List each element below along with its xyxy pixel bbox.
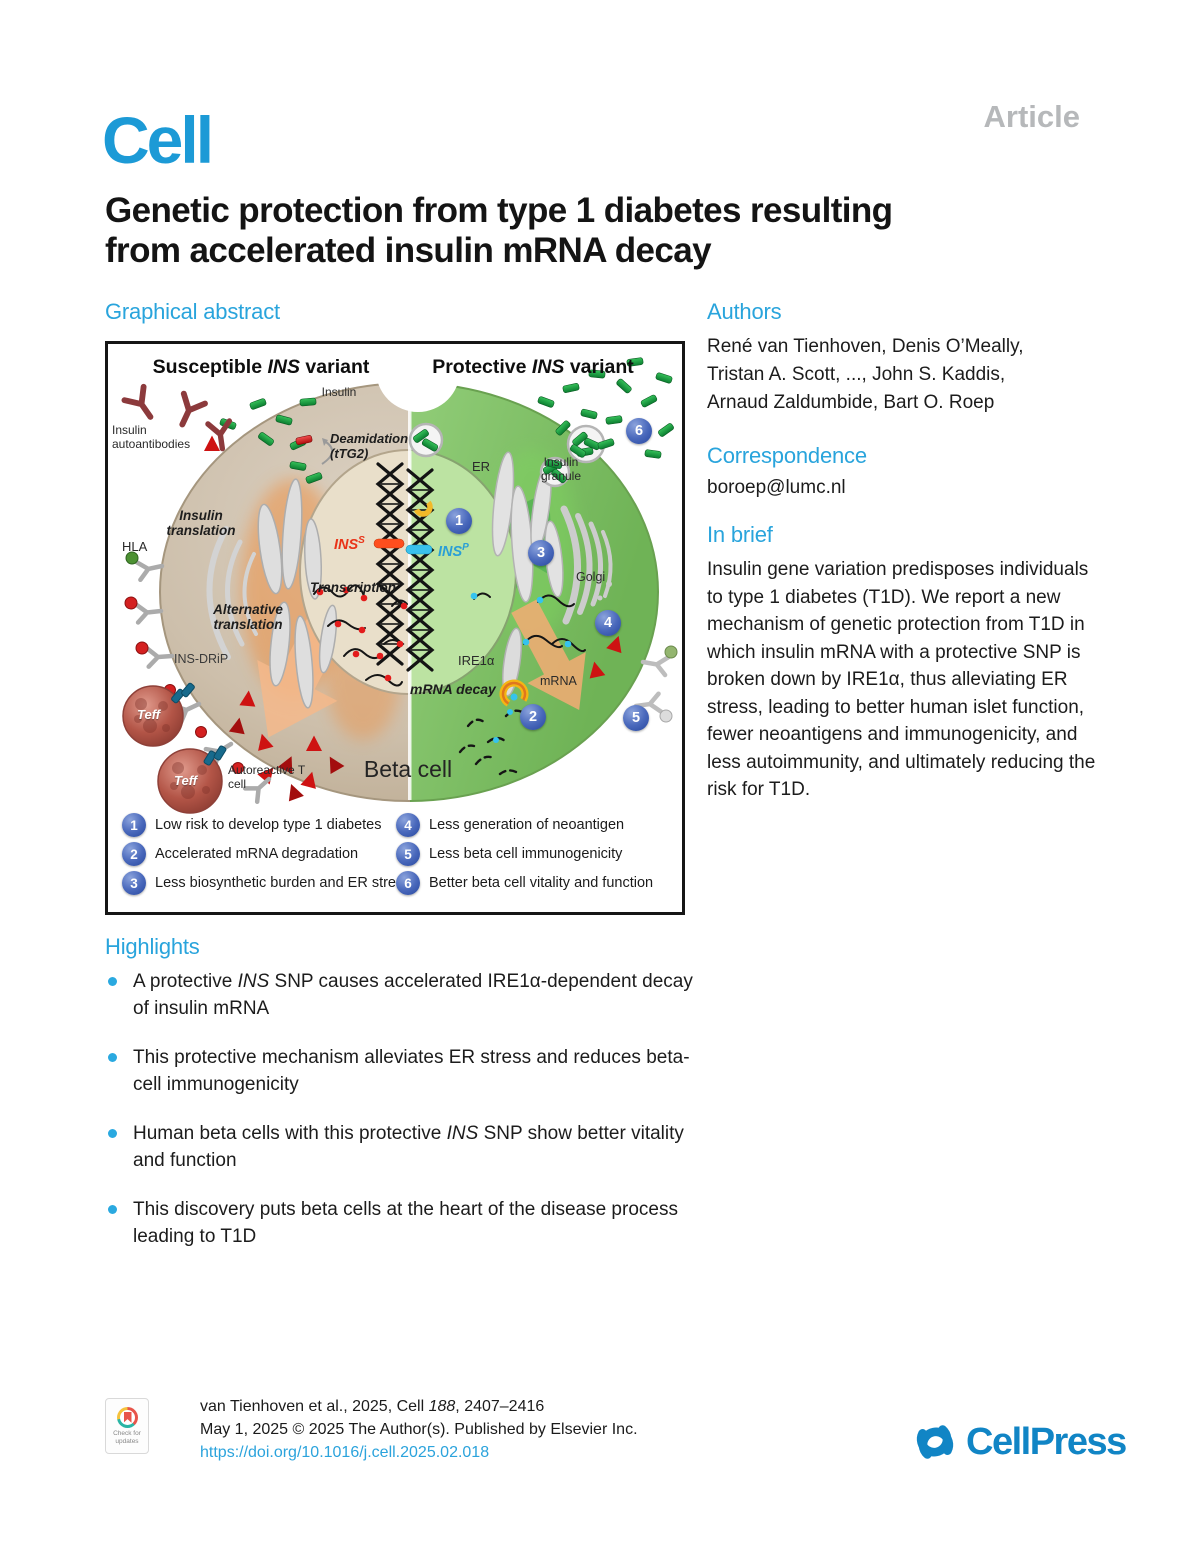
check-for-updates-badge[interactable]: Check for updates bbox=[105, 1398, 149, 1454]
bullet-icon bbox=[108, 1205, 117, 1214]
highlight-text: Human beta cells with this protective IN… bbox=[133, 1123, 684, 1171]
in-brief-heading: In brief bbox=[707, 522, 773, 547]
insulin-granule-label: Insulin granule bbox=[540, 455, 582, 483]
figure-step-5-badge: 5 bbox=[623, 705, 649, 731]
bullet-icon bbox=[108, 1053, 117, 1062]
highlight-text: This protective mechanism alleviates ER … bbox=[133, 1047, 690, 1095]
figure-step-6-badge: 6 bbox=[626, 418, 652, 444]
highlights-heading: Highlights bbox=[105, 934, 200, 959]
title-line-2: from accelerated insulin mRNA decay bbox=[105, 231, 712, 270]
citation-block: van Tienhoven et al., 2025, Cell 188, 24… bbox=[200, 1395, 638, 1464]
highlight-text: A protective INS SNP causes accelerated … bbox=[133, 971, 693, 1019]
ins-drip-label: INS-DRiP bbox=[174, 652, 229, 666]
teff-cell-1-label: Teff bbox=[137, 707, 161, 722]
bullet-icon bbox=[108, 977, 117, 986]
authors-heading: Authors bbox=[707, 299, 782, 324]
insulin-autoantibodies-label: Insulin autoantibodies bbox=[112, 423, 191, 451]
deamidation-label: Deamidation(tTG2) bbox=[330, 431, 409, 461]
highlight-item-1: A protective INS SNP causes accelerated … bbox=[105, 968, 695, 1022]
ins-p-gene-label: INSP bbox=[438, 542, 469, 560]
hla-label: HLA bbox=[122, 539, 148, 554]
title-line-1: Genetic protection from type 1 diabetes … bbox=[105, 191, 893, 230]
insulin-translation-label: Insulin translation bbox=[166, 508, 236, 539]
beta-cell-illustration bbox=[108, 344, 678, 814]
citation-line: van Tienhoven et al., 2025, Cell 188, 24… bbox=[200, 1398, 545, 1415]
mrna-label: mRNA bbox=[540, 674, 577, 688]
highlight-item-3: Human beta cells with this protective IN… bbox=[105, 1120, 695, 1174]
highlight-item-2: This protective mechanism alleviates ER … bbox=[105, 1044, 695, 1098]
check-updates-icon bbox=[116, 1406, 138, 1428]
page-title: Genetic protection from type 1 diabetes … bbox=[105, 191, 893, 271]
figure-step-2-badge: 2 bbox=[520, 704, 546, 730]
in-brief-text: Insulin gene variation predisposes indiv… bbox=[707, 559, 1096, 800]
authors-list: René van Tienhoven, Denis O’Meally, Tris… bbox=[707, 333, 1023, 417]
highlight-item-4: This discovery puts beta cells at the he… bbox=[105, 1196, 695, 1250]
teff-cell-2-label: Teff bbox=[174, 773, 198, 788]
alternative-translation-label: Alternative translation bbox=[213, 602, 283, 633]
figure-step-4-badge: 4 bbox=[595, 610, 621, 636]
cellpress-logo-text: CellPress bbox=[966, 1420, 1127, 1463]
cellpress-logo-icon bbox=[916, 1425, 954, 1459]
ins-s-gene-label: INSS bbox=[334, 535, 365, 553]
correspondence-email-link[interactable]: boroep@lumc.nl bbox=[707, 477, 846, 498]
autoreactive-t-cell-label: Autoreactive T cell bbox=[228, 763, 305, 791]
doi-link[interactable]: https://doi.org/10.1016/j.cell.2025.02.0… bbox=[200, 1444, 490, 1461]
article-type-label: Article bbox=[983, 99, 1080, 134]
bullet-icon bbox=[108, 1129, 117, 1138]
er-label: ER bbox=[472, 459, 491, 474]
authors-line-2: Tristan A. Scott, ..., John S. Kaddis, bbox=[707, 364, 1006, 385]
mrna-decay-label: mRNA decay bbox=[410, 681, 496, 697]
graphical-abstract-figure: Susceptible INS variant Protective INS v… bbox=[105, 341, 685, 915]
golgi-label: Golgi bbox=[576, 570, 606, 584]
correspondence-heading: Correspondence bbox=[707, 443, 867, 468]
protective-panel-title: Protective INS variant bbox=[432, 356, 634, 378]
journal-logo: Cell bbox=[102, 103, 214, 177]
check-updates-label: Check for updates bbox=[113, 1429, 141, 1445]
transcription-label: Transcription bbox=[310, 580, 397, 595]
authors-line-3: Arnaud Zaldumbide, Bart O. Roep bbox=[707, 392, 995, 413]
figure-step-3-badge: 3 bbox=[528, 540, 554, 566]
cellpress-logo: CellPress bbox=[912, 1419, 1127, 1465]
graphical-abstract-heading: Graphical abstract bbox=[105, 299, 280, 324]
publication-line: May 1, 2025 © 2025 The Author(s). Publis… bbox=[200, 1421, 638, 1438]
beta-cell-label: Beta cell bbox=[363, 756, 453, 782]
susceptible-panel-title: Susceptible INS variant bbox=[152, 356, 370, 378]
figure-step-1-badge: 1 bbox=[446, 508, 472, 534]
highlight-text: This discovery puts beta cells at the he… bbox=[133, 1199, 678, 1247]
ire1a-label: IRE1α bbox=[458, 653, 495, 668]
insulin-label: Insulin bbox=[321, 385, 357, 399]
authors-line-1: René van Tienhoven, Denis O’Meally, bbox=[707, 336, 1024, 357]
